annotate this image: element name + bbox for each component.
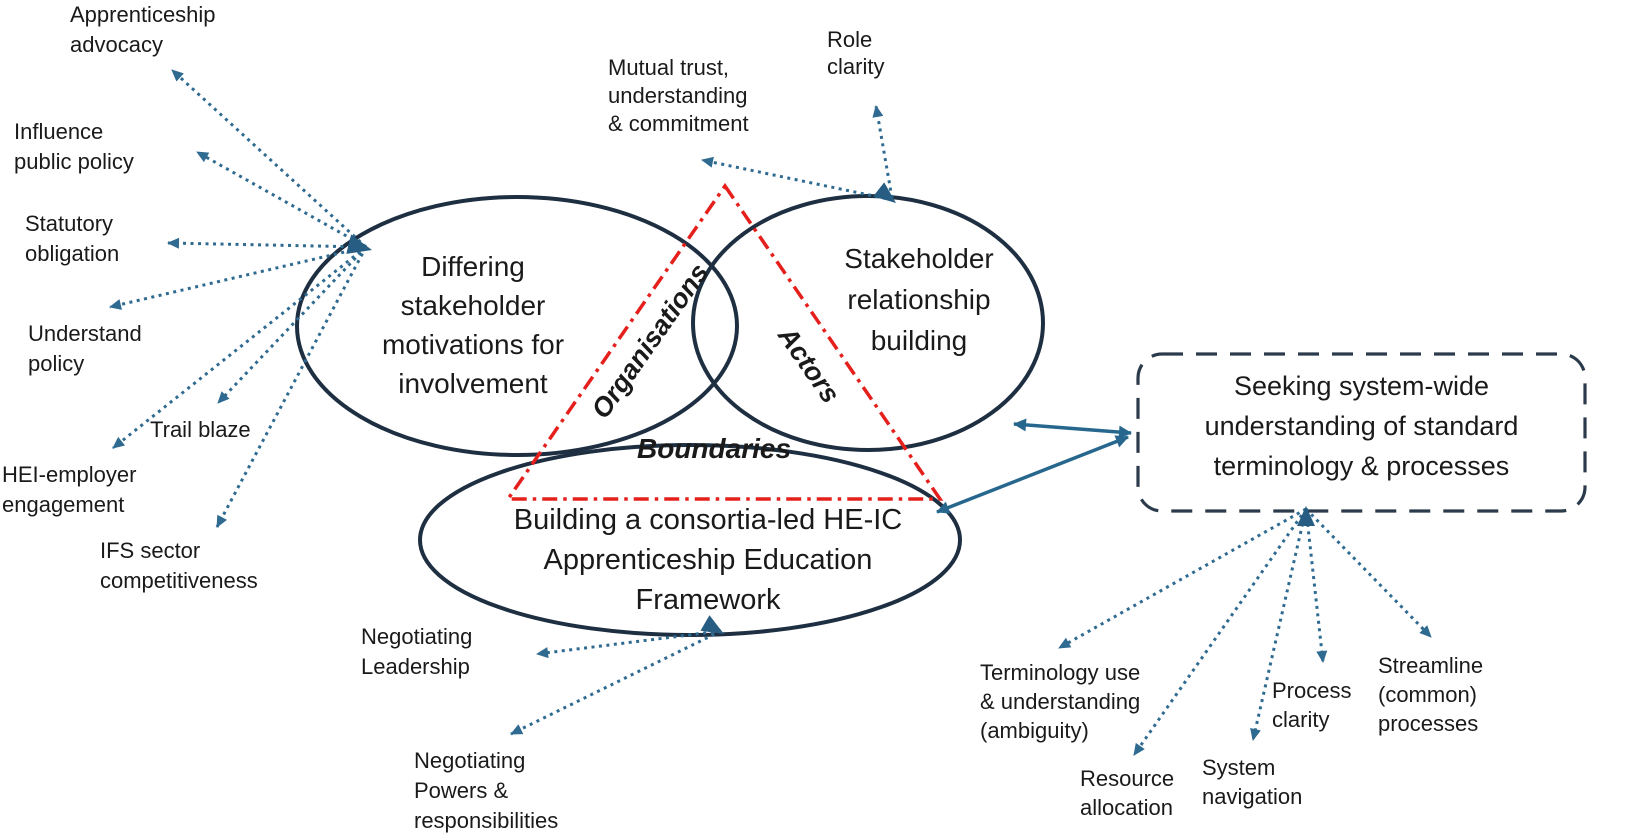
triangle-label-boundaries: Boundaries <box>636 433 792 464</box>
left-factor-arrows <box>109 68 368 528</box>
bottom-factor-arrows <box>510 629 722 736</box>
factor-mutual-trust: Mutual trust, understanding & commitment <box>608 55 749 136</box>
right-ellipse-label: Stakeholder relationship building <box>844 243 994 356</box>
top-factor-arrows <box>701 105 894 202</box>
factor-hei-employer-engagement: HEI-employer engagement <box>2 462 137 517</box>
factor-understand-policy: Understand policy <box>28 321 142 376</box>
left-ellipse <box>295 195 739 457</box>
box-factor-arrows <box>1058 507 1433 756</box>
factor-apprenticeship-advocacy: Apprenticeship advocacy <box>70 2 216 57</box>
factor-role-clarity: Role clarity <box>827 27 885 79</box>
side-box-label: Seeking system-wide understanding of sta… <box>1204 371 1519 481</box>
bottom-ellipse-label: Building a consortia-led HE-IC Apprentic… <box>513 504 903 616</box>
boundary-triangle <box>504 182 944 501</box>
factor-terminology-use: Terminology use & understanding (ambigui… <box>980 660 1141 743</box>
factor-negotiating-powers: Negotiating Powers & responsibilities <box>414 748 559 833</box>
left-ellipse-label: Differing stakeholder motivations for in… <box>381 251 565 399</box>
factor-influence-public-policy: Influence public policy <box>14 119 134 174</box>
convergence-arrowheads <box>346 182 1315 634</box>
side-box-outline <box>1136 352 1587 513</box>
factor-ifs-sector-competitiveness: IFS sector competitiveness <box>100 538 258 593</box>
factor-negotiating-leadership: Negotiating Leadership <box>361 624 473 679</box>
factor-system-navigation: System navigation <box>1202 755 1303 809</box>
factor-process-clarity: Process clarity <box>1272 678 1352 732</box>
factor-resource-allocation: Resource allocation <box>1080 766 1175 820</box>
factor-trail-blaze: Trail blaze <box>150 417 251 442</box>
factor-statutory-obligation: Statutory obligation <box>25 211 120 266</box>
factor-streamline-processes: Streamline (common) processes <box>1378 653 1484 736</box>
solid-connector-arrows <box>936 418 1132 514</box>
